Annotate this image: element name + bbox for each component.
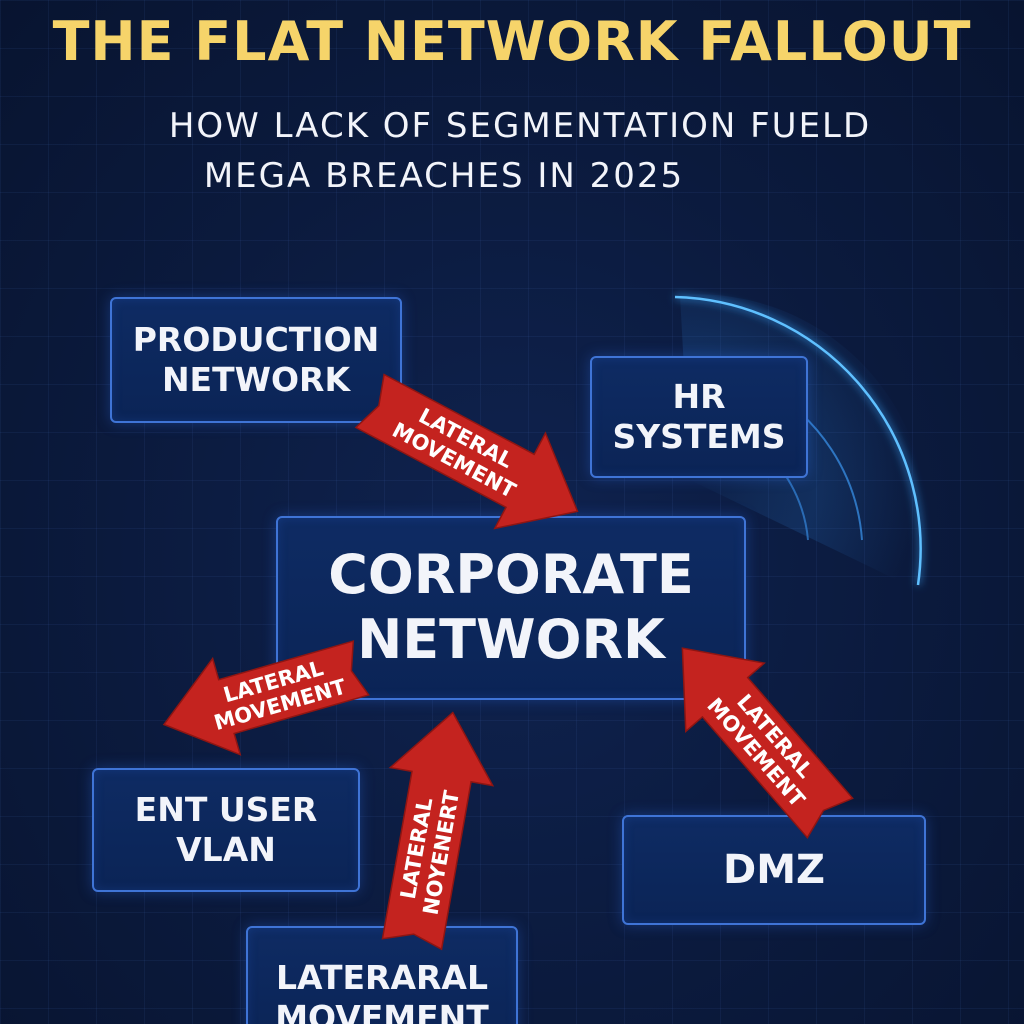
- subtitle-line-2: MEGA BREACHES IN 2025: [203, 156, 685, 196]
- node-label: MOVEMENT: [275, 997, 489, 1024]
- node-corporate-network: CORPORATE NETWORK: [276, 516, 746, 700]
- arrow-shape: [162, 640, 370, 756]
- node-label: SYSTEMS: [612, 417, 786, 456]
- node-label: PRODUCTION: [132, 320, 380, 360]
- page-title: THE FLAT NETWORK FALLOUT: [52, 10, 972, 73]
- node-label: NETWORK: [357, 608, 665, 671]
- arrow-production-to-corporate: LATERAL MOVEMENT: [354, 373, 579, 530]
- arrow-corporate-to-ent-user: LATERAL MOVEMENT: [162, 640, 370, 756]
- arrow-dmz-to-corporate: LATERAL MOVEMENT: [681, 647, 854, 839]
- node-bottom-lateral-movement: LATERARAL MOVEMENT: [246, 926, 518, 1024]
- node-label: ENT USER: [134, 790, 318, 830]
- node-production-network: PRODUCTION NETWORK: [110, 297, 402, 423]
- node-label: NETWORK: [161, 360, 351, 399]
- node-dmz: DMZ: [622, 815, 926, 925]
- arrow-shape: [381, 711, 495, 951]
- glow-arc-outer-line: [674, 295, 922, 586]
- arrow-shape: [354, 373, 579, 530]
- node-label: HR: [672, 377, 726, 417]
- node-label: LATERARAL: [276, 958, 488, 997]
- node-label: DMZ: [722, 847, 825, 893]
- arrow-bottom-to-corporate: LATERAL NOYENERT: [381, 711, 495, 951]
- node-ent-user-vlan: ENT USER VLAN: [92, 768, 360, 892]
- arrow-shape: [681, 647, 854, 839]
- node-label: CORPORATE: [328, 543, 694, 607]
- node-hr-systems: HR SYSTEMS: [590, 356, 808, 478]
- node-label: VLAN: [176, 830, 276, 869]
- subtitle-line-1: HOW LACK OF SEGMENTATION FUELD: [168, 106, 872, 146]
